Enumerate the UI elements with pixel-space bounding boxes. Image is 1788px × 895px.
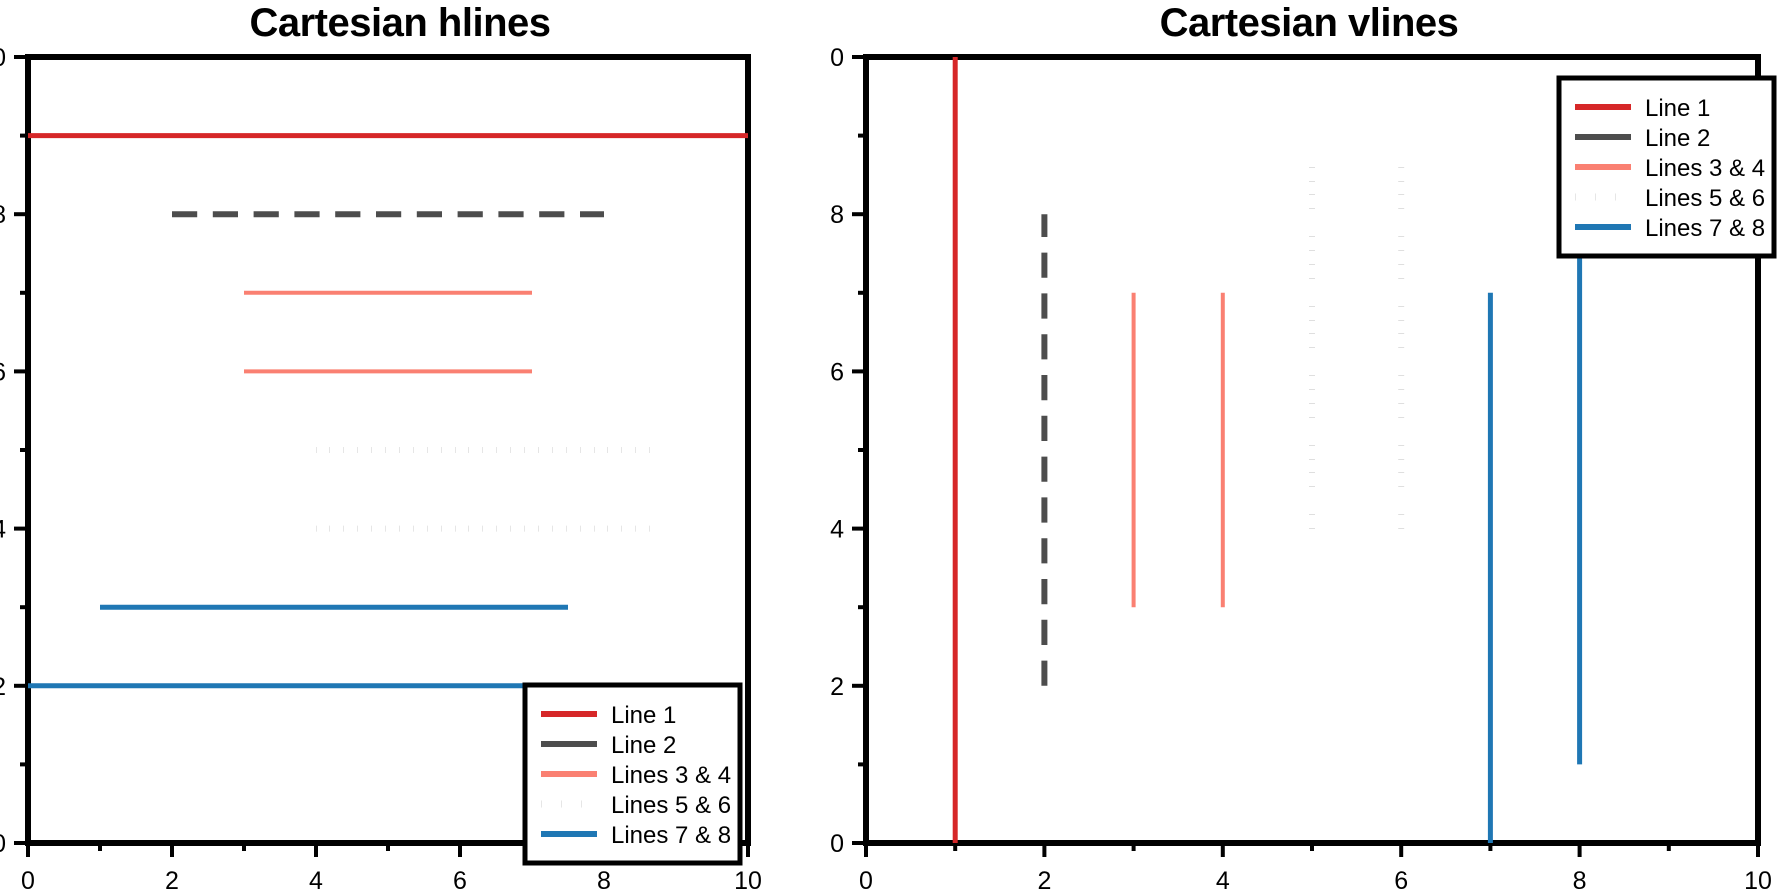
- panel-title-vlines: Cartesian vlines: [1159, 1, 1459, 45]
- x-tick-label: 4: [309, 867, 323, 895]
- x-tick-label: 2: [165, 867, 179, 895]
- y-tick-label: 4: [830, 516, 844, 544]
- legend-label-2: Line 2: [1645, 125, 1710, 152]
- x-tick-label: 8: [1573, 867, 1587, 895]
- legend-label-4: Lines 5 & 6: [611, 792, 731, 819]
- x-tick-label: 10: [1744, 867, 1772, 895]
- x-tick-label: 2: [1037, 867, 1051, 895]
- x-tick-label: 6: [1394, 867, 1408, 895]
- legend-label-5: Lines 7 & 8: [611, 822, 731, 849]
- y-tick-label: 2: [0, 673, 6, 701]
- panel-cartesian-vlines: Cartesian vlines 02468100246810Line 1Lin…: [830, 0, 1788, 895]
- y-tick-label: 0: [0, 830, 6, 858]
- y-tick-label: 6: [830, 358, 844, 386]
- panel-title-hlines: Cartesian hlines: [249, 1, 551, 45]
- y-tick-label: 10: [830, 44, 844, 72]
- legend-label-1: Line 1: [1645, 95, 1710, 122]
- y-tick-label: 4: [0, 516, 6, 544]
- x-tick-label: 4: [1216, 867, 1230, 895]
- y-tick-label: 6: [0, 358, 6, 386]
- legend-label-2: Line 2: [611, 732, 676, 759]
- legend-label-3: Lines 3 & 4: [611, 762, 731, 789]
- x-tick-label: 0: [859, 867, 873, 895]
- x-tick-label: 10: [734, 867, 762, 895]
- legend-label-4: Lines 5 & 6: [1645, 185, 1765, 212]
- x-tick-label: 8: [597, 867, 611, 895]
- y-tick-label: 2: [830, 673, 844, 701]
- y-tick-label: 0: [830, 830, 844, 858]
- legend-label-3: Lines 3 & 4: [1645, 155, 1765, 182]
- legend-label-5: Lines 7 & 8: [1645, 215, 1765, 242]
- y-tick-label: 10: [0, 44, 6, 72]
- x-tick-label: 0: [21, 867, 35, 895]
- x-tick-label: 6: [453, 867, 467, 895]
- y-tick-label: 8: [0, 201, 6, 229]
- legend-label-1: Line 1: [611, 702, 676, 729]
- panel-cartesian-hlines: Cartesian hlines 02468100246810Line 1Lin…: [0, 0, 800, 895]
- y-tick-label: 8: [830, 201, 844, 229]
